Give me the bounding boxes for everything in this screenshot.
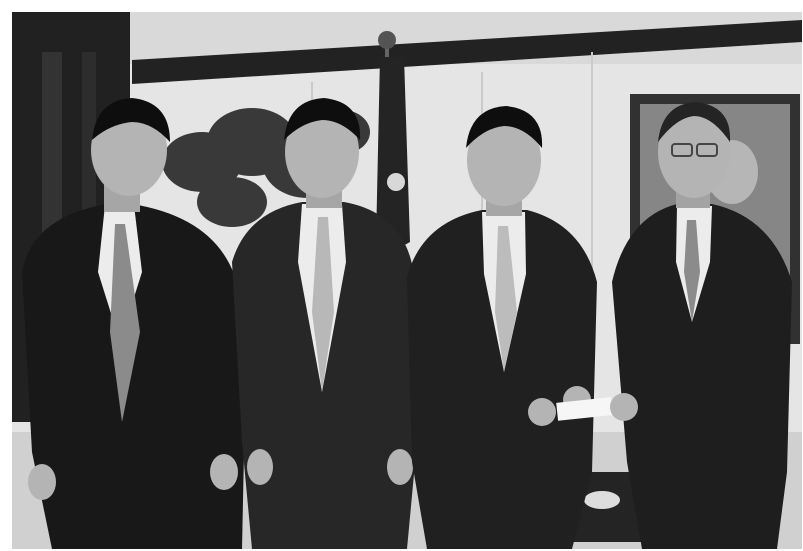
person-4 <box>610 102 792 549</box>
person-1 <box>22 98 244 549</box>
envelope <box>556 397 613 421</box>
flag-finial <box>378 31 396 49</box>
flag-emblem <box>387 173 405 191</box>
flag-cloth <box>376 57 410 252</box>
person-2 <box>232 98 417 549</box>
scene-svg <box>12 12 802 549</box>
crown-molding <box>132 20 802 84</box>
table-ornament <box>584 491 620 509</box>
person-3 <box>407 106 597 549</box>
photo-scene <box>12 12 802 549</box>
